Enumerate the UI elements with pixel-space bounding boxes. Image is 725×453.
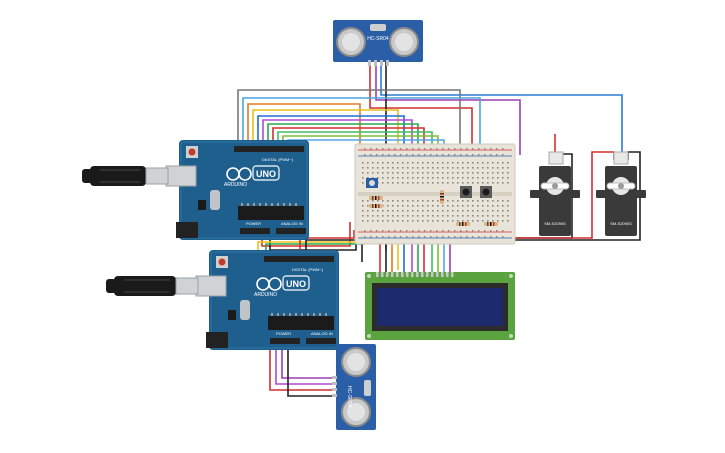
- usb-plug-icon: [82, 166, 169, 186]
- analog-label: ANALOG IN: [311, 331, 333, 336]
- ultrasonic-sensor-bottom[interactable]: HC-SR04: [332, 344, 376, 430]
- servo-label: SM-S2090S: [544, 221, 566, 226]
- capacitor: [240, 300, 250, 320]
- capacitor: [210, 190, 220, 210]
- brand-label: ARDUINO: [254, 292, 277, 298]
- power-jack: [176, 222, 198, 238]
- transducer-icon: [389, 27, 419, 57]
- sensor-pins: [332, 376, 337, 397]
- analog-header: [306, 338, 336, 344]
- transducer-icon: [336, 27, 366, 57]
- lcd-header-pins: [376, 272, 454, 277]
- power-header: [240, 228, 270, 234]
- digital-header: [264, 256, 334, 262]
- breadboard[interactable]: [354, 143, 516, 245]
- crystal-oscillator: [364, 380, 371, 396]
- lcd-screen: [377, 288, 503, 326]
- power-label: POWER: [246, 221, 261, 226]
- digital-header-label: DIGITAL (PWM~): [292, 267, 324, 272]
- analog-header: [276, 228, 306, 234]
- sensor-label: HC-SR04: [346, 386, 352, 408]
- usb-plug-icon: [106, 276, 199, 296]
- arduino-uno-board-2[interactable]: DIGITAL (PWM~) ARDUINO UNO POWER ANALOG …: [195, 250, 339, 350]
- arduino-logo: ARDUINO UNO: [224, 165, 280, 188]
- resistor-icon: [369, 204, 383, 208]
- potentiometer[interactable]: [366, 178, 378, 188]
- servo-1[interactable]: SM-S2090S: [530, 151, 580, 236]
- servo-label: SM-S2090S: [610, 221, 632, 226]
- ultrasonic-sensor-top[interactable]: HC-SR04: [333, 20, 423, 66]
- usb-jack: [195, 275, 227, 297]
- model-label: UNO: [256, 169, 276, 179]
- resistor-icon: [456, 222, 470, 226]
- usb-jack: [165, 165, 197, 187]
- chip-icon: [238, 203, 304, 220]
- transducer-icon: [341, 347, 371, 377]
- center-channel: [358, 192, 512, 196]
- lcd-16x2[interactable]: [365, 272, 515, 340]
- brand-label: ARDUINO: [224, 182, 247, 188]
- sensor-label: HC-SR04: [367, 36, 389, 42]
- pushbutton-icon[interactable]: [480, 186, 492, 198]
- chip-icon: [268, 313, 334, 330]
- resistor-icon: [484, 222, 498, 226]
- model-label: UNO: [286, 279, 306, 289]
- resistor-icon: [440, 190, 444, 204]
- servo-connector: [548, 151, 564, 165]
- pushbutton-icon[interactable]: [460, 186, 472, 198]
- usb-cable-2: [106, 276, 199, 296]
- analog-label: ANALOG IN: [281, 221, 303, 226]
- servo-2[interactable]: SM-S2090S: [596, 151, 646, 236]
- digital-header-label: DIGITAL (PWM~): [262, 157, 294, 162]
- usb-cable-1: [82, 166, 169, 186]
- arduino-uno-board-1[interactable]: DIGITAL (PWM~) ARDUINO UNO POWER ANALOG …: [165, 140, 309, 240]
- servo-connector: [613, 151, 629, 165]
- reset-button-icon[interactable]: [186, 146, 198, 158]
- arduino-logo: ARDUINO UNO: [254, 275, 310, 298]
- regulator: [228, 310, 236, 320]
- reset-button-icon[interactable]: [216, 256, 228, 268]
- regulator: [198, 200, 206, 210]
- crystal-oscillator: [370, 24, 386, 31]
- servo-horn-icon: [540, 177, 570, 195]
- power-jack: [206, 332, 228, 348]
- power-header: [270, 338, 300, 344]
- sensor-pins: [368, 60, 389, 66]
- transducer-icon: [341, 397, 371, 427]
- servo-horn-icon: [606, 177, 636, 195]
- power-label: POWER: [276, 331, 291, 336]
- digital-header: [234, 146, 304, 152]
- resistor-icon: [369, 196, 383, 200]
